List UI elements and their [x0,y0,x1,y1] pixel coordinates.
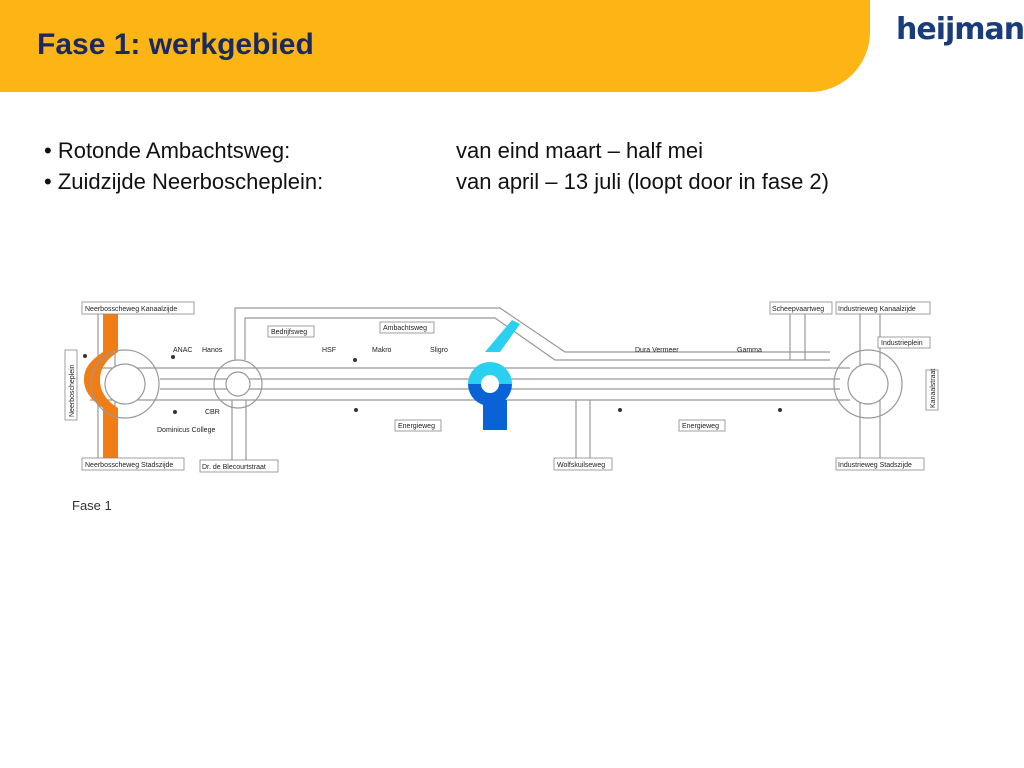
work-area-map: Neerbosscheweg Kanaalzijde Neerbosschewe… [64,301,939,513]
label-gamma: Gamma [737,347,762,354]
label-bedrijfsweg: Bedrijfsweg [271,329,307,336]
ambachtsweg-work-zone [468,320,520,430]
label-neerboscheplein: Neerboscheplein [69,364,76,417]
label-makro: Makro [372,347,392,354]
label-anac: ANAC [173,347,192,354]
label-hsf: HSF [322,347,336,354]
label-dura-vermeer: Dura Vermeer [635,347,679,354]
label-energieweg-2: Energieweg [682,423,719,430]
orange-work-zone [84,312,118,468]
label-boxes [64,301,939,473]
label-energieweg-1: Energieweg [398,423,435,430]
label-ambachtsweg: Ambachtsweg [383,325,427,332]
page-title: Fase 1: werkgebied [37,28,314,61]
label-dr-de-blecourtstraat: Dr. de Blecourtstraat [202,464,266,471]
label-hanos: Hanos [202,347,223,354]
label-neerbosscheweg-kanaalzijde: Neerbosscheweg Kanaalzijde [85,306,177,313]
list-item: • Zuidzijde Neerboscheplein: van april –… [44,166,944,197]
header-band [0,0,870,92]
schedule-location: • Rotonde Ambachtsweg: [44,138,291,163]
label-neerbosscheweg-stadszijde: Neerbosscheweg Stadszijde [85,462,173,469]
schedule-period: van eind maart – half mei [456,138,704,163]
label-cbr: CBR [205,409,220,416]
label-industrieplein: Industrieplein [881,340,923,347]
schedule-period: van april – 13 juli (loopt door in fase … [456,169,829,194]
schedule-location: • Zuidzijde Neerboscheplein: [44,169,324,194]
list-item: • Rotonde Ambachtsweg: van eind maart – … [44,135,944,166]
label-kanaalstraat: Kanaalstraat [930,369,937,408]
label-sligro: Sligro [430,347,448,354]
map-caption: Fase 1 [72,498,112,513]
label-wolfskuilseweg: Wolfskuilseweg [557,462,605,469]
roundabouts [90,349,903,419]
label-industrieweg-stadszijde: Industrieweg Stadszijde [838,462,912,469]
label-dominicus-college: Dominicus College [157,427,215,434]
label-industrieweg-kanaalzijde: Industrieweg Kanaalzijde [838,306,916,313]
label-scheepvaartweg: Scheepvaartweg [772,306,824,313]
schedule-list: • Rotonde Ambachtsweg: van eind maart – … [44,135,944,197]
heijmans-logo: heijmans [896,12,1024,47]
bicycle-icons [83,354,782,414]
